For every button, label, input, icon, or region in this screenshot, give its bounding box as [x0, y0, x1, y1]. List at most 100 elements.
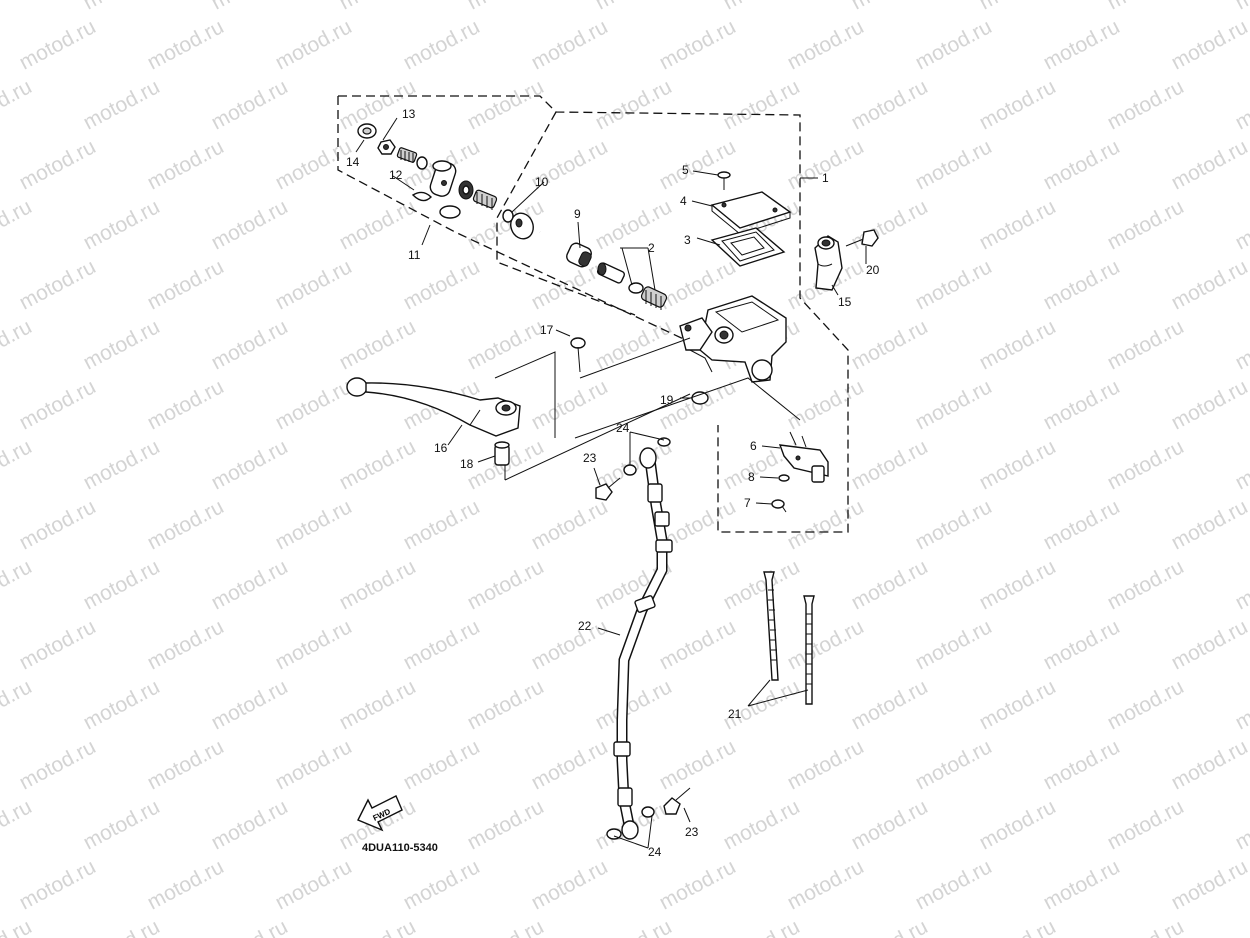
callout-6: 6	[750, 439, 757, 453]
brake-lever	[346, 377, 521, 437]
watermark-text: motod.ru	[16, 735, 100, 794]
copper-washer-upper-b	[623, 464, 637, 476]
watermark-text: motod.ru	[336, 315, 420, 374]
cable-tie-2	[803, 595, 815, 705]
master-cylinder-bracket	[814, 235, 843, 291]
watermark-text: motod.ru	[208, 795, 292, 854]
watermark-text: motod.ru	[912, 15, 996, 74]
callout-3: 3	[684, 233, 691, 247]
leader-lines	[355, 117, 867, 849]
watermark-text: motod.ru	[656, 135, 740, 194]
watermark-text: motod.ru	[16, 375, 100, 434]
watermark-text: motod.ru	[80, 75, 164, 134]
watermark-text: motod.ru	[784, 135, 868, 194]
callout-1: 1	[822, 171, 829, 185]
watermark-text: motod.ru	[0, 915, 36, 938]
watermark-text: motod.ru	[720, 555, 804, 614]
watermark-text: motod.ru	[1232, 675, 1250, 734]
callout-23-lower: 23	[685, 825, 699, 839]
circlip	[411, 191, 432, 202]
watermark-text: motod.ru	[80, 555, 164, 614]
watermark-text: motod.ru	[1232, 435, 1250, 494]
watermark-text: motod.ru	[528, 735, 612, 794]
dust-boot	[510, 212, 534, 240]
copper-washer-upper-a	[657, 437, 671, 447]
watermark-text: motod.ru	[80, 435, 164, 494]
callout-labels: 1 2 3 4 5 6 7 8 9 10 11 12 13 14 15 16 1…	[346, 107, 880, 859]
watermark-text: motod.ru	[912, 495, 996, 554]
watermark-text: motod.ru	[848, 195, 932, 254]
piston-seal	[458, 180, 474, 200]
watermark-text: motod.ru	[1104, 315, 1188, 374]
watermark-text: motod.ru	[16, 15, 100, 74]
return-spring	[640, 286, 668, 310]
watermark-text: motod.ru	[1040, 255, 1124, 314]
watermark-text: motod.ru	[1104, 75, 1188, 134]
watermark-text: motod.ru	[784, 735, 868, 794]
diagram-code: 4DUA110-5340	[362, 842, 438, 854]
watermark-text: motod.ru	[208, 75, 292, 134]
watermark-text: motod.ru	[976, 915, 1060, 938]
reservoir-cap	[710, 191, 792, 235]
watermark-text: motod.ru	[0, 195, 36, 254]
watermark-text: motod.ru	[1104, 675, 1188, 734]
watermark-text: motod.ru	[144, 255, 228, 314]
reservoir-diaphragm	[710, 227, 786, 267]
retaining-ring	[502, 209, 514, 223]
cap-screw-5	[717, 171, 731, 190]
watermark-text: motod.ru	[208, 0, 292, 14]
watermark-text: motod.ru	[976, 795, 1060, 854]
watermark-text: motod.ru	[656, 615, 740, 674]
piston-rod	[539, 231, 592, 268]
brake-light-switch	[778, 431, 829, 483]
watermark-text: motod.ru	[848, 555, 932, 614]
watermark-text: motod.ru	[912, 135, 996, 194]
cup-seal	[628, 282, 644, 294]
watermark-text: motod.ru	[592, 0, 676, 14]
callout-24-upper: 24	[616, 421, 630, 435]
watermark-text: motod.ru	[1232, 0, 1250, 14]
watermark-text: motod.ru	[912, 255, 996, 314]
watermark-text: motod.ru	[16, 135, 100, 194]
watermark-text: motod.ru	[976, 675, 1060, 734]
watermark-text: motod.ru	[784, 375, 868, 434]
watermark-text: motod.ru	[80, 195, 164, 254]
callout-20: 20	[866, 263, 880, 277]
watermark-text: motod.ru	[784, 495, 868, 554]
watermark-text: motod.ru	[1168, 15, 1250, 74]
watermark-text: motod.ru	[1232, 915, 1250, 938]
piston	[596, 262, 626, 284]
watermark-text: motod.ru	[1168, 615, 1250, 674]
watermark-text: motod.ru	[80, 0, 164, 14]
watermark-text: motod.ru	[1104, 195, 1188, 254]
callout-9: 9	[574, 207, 581, 221]
watermark-text: motod.ru	[272, 255, 356, 314]
union-bolt-lower	[663, 787, 691, 815]
cable-tie-1	[763, 571, 779, 681]
watermark-text: motod.ru	[1168, 375, 1250, 434]
brake-hose	[613, 447, 673, 840]
callout-2: 2	[648, 241, 655, 255]
watermark-text: motod.ru	[528, 855, 612, 914]
watermark-text: motod.ru	[848, 435, 932, 494]
kit-outline	[337, 96, 691, 343]
callout-24-lower: 24	[648, 845, 662, 859]
callout-18: 18	[460, 457, 474, 471]
watermark-text: motod.ru	[272, 735, 356, 794]
watermark-text: motod.ru	[1040, 735, 1124, 794]
watermark-text: motod.ru	[976, 315, 1060, 374]
watermark-text: motod.ru	[848, 915, 932, 938]
watermark-text: motod.ru	[16, 615, 100, 674]
watermark-text: motod.ru	[1168, 255, 1250, 314]
watermark-text: motod.ru	[720, 75, 804, 134]
callout-12: 12	[389, 168, 403, 182]
watermark-text: motod.ru	[464, 675, 548, 734]
watermark-text: motod.ru	[976, 75, 1060, 134]
watermark-text: motod.ru	[272, 375, 356, 434]
callout-19: 19	[660, 393, 674, 407]
watermark-text: motod.ru	[592, 195, 676, 254]
watermark-text: motod.ru	[464, 555, 548, 614]
watermark-text: motod.ru	[848, 795, 932, 854]
watermark-text: motod.ru	[528, 255, 612, 314]
watermark-text: motod.ru	[1104, 795, 1188, 854]
